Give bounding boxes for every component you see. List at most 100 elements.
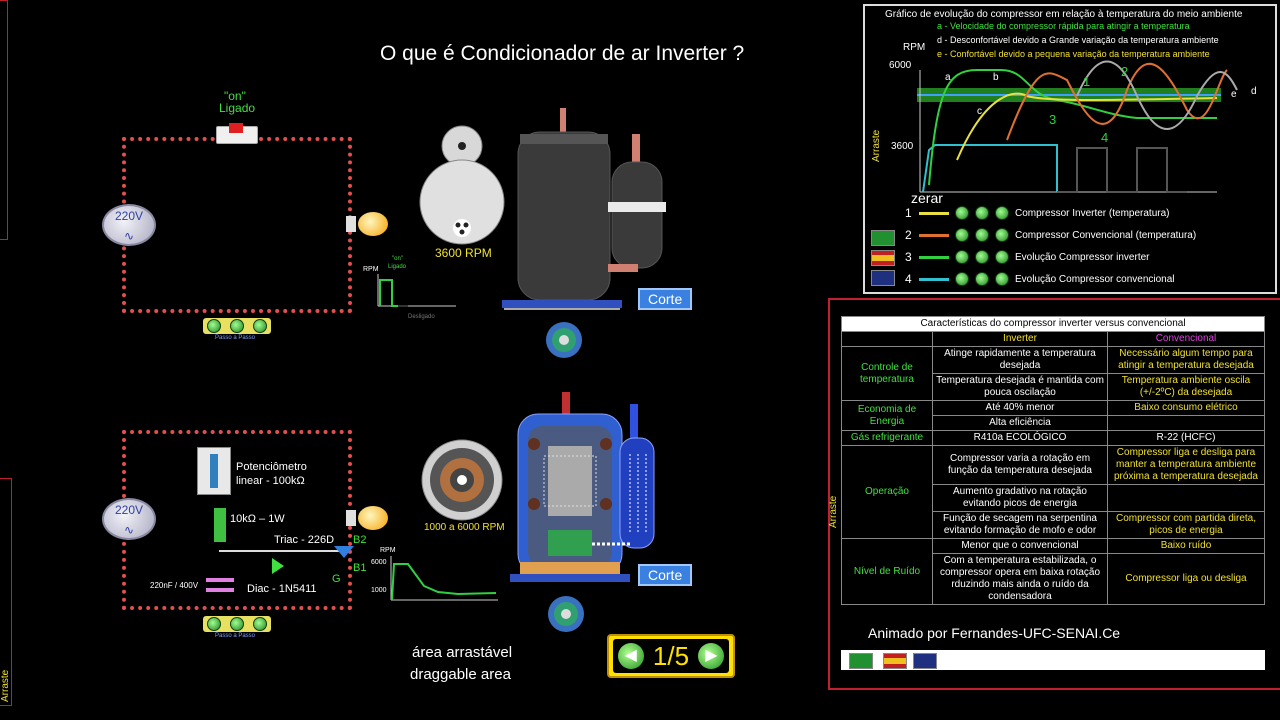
row-forward-button[interactable] <box>995 228 1009 242</box>
potentiometer-label: Potenciômetro <box>236 461 307 473</box>
marker-b: b <box>993 72 999 83</box>
row-number: 3 <box>905 250 912 264</box>
b2-label: B2 <box>353 534 367 546</box>
page-indicator: 1/5 <box>652 640 690 671</box>
lamp-socket-2 <box>346 510 356 526</box>
step-pause-button-2[interactable] <box>229 617 244 631</box>
category-energy: Economia de Energia <box>841 400 933 431</box>
triac-label: Triac - 226D <box>274 534 335 546</box>
drag-area-label-pt: área arrastável <box>412 644 513 661</box>
rpm-axis-label: RPM <box>903 42 926 53</box>
empty-cell <box>841 331 933 347</box>
lamp-socket <box>346 216 356 232</box>
flag-brazil-icon[interactable] <box>871 230 895 246</box>
row-play-button[interactable] <box>955 228 969 242</box>
cell-inv: Temperatura desejada é mantida com pouca… <box>932 373 1108 401</box>
comparison-panel[interactable]: Arraste Características do compressor in… <box>828 298 1280 690</box>
potentiometer[interactable] <box>197 447 231 495</box>
row-pause-button[interactable] <box>975 272 989 286</box>
pager-inner: ◀ 1/5 ▶ <box>613 639 729 673</box>
row-forward-button[interactable] <box>995 206 1009 220</box>
table-title: Características do compressor inverter v… <box>841 316 1265 332</box>
ac-source-220v-2: 220V∿ <box>102 498 156 540</box>
lamp-icon <box>358 212 388 236</box>
flag-spain-icon[interactable] <box>871 250 895 266</box>
next-page-button[interactable]: ▶ <box>698 643 725 669</box>
row-play-button[interactable] <box>955 206 969 220</box>
row-label: Evolução Compressor convencional <box>1015 273 1175 285</box>
row-play-button[interactable] <box>955 272 969 286</box>
prev-page-button[interactable]: ◀ <box>617 643 644 669</box>
graph-controls: 1 Compressor Inverter (temperatura) 2 Co… <box>905 202 1255 290</box>
graph-panel[interactable]: Gráfico de evolução do compressor em rel… <box>863 4 1277 294</box>
step-forward-button[interactable] <box>252 319 267 333</box>
corte-button-1[interactable]: Corte <box>638 288 693 310</box>
mini-6000-label: 6000 <box>371 559 387 566</box>
left-frame-bottom[interactable] <box>0 478 12 706</box>
cell-inv: Função de secagem na serpentina evitando… <box>932 511 1108 539</box>
col-inverter: Inverter <box>932 331 1108 347</box>
cell-inv: Com a temperatura estabilizada, o compre… <box>932 553 1108 605</box>
cell-inv: Alta eficiência <box>932 415 1108 431</box>
curve-2-label: 2 <box>1121 64 1129 79</box>
marker-e: e <box>1231 89 1237 100</box>
cell-conv: R-22 (HCFC) <box>1107 430 1265 446</box>
graph-row-4: 4 Evolução Compressor convencional <box>905 268 1255 290</box>
row-number: 4 <box>905 272 912 286</box>
rpm-range-label: 1000 a 6000 RPM <box>424 522 505 533</box>
cell-conv-empty <box>1107 484 1265 512</box>
capacitor-label: 220nF / 400V <box>150 581 199 590</box>
diac-icon <box>272 558 284 574</box>
row-pause-button[interactable] <box>975 250 989 264</box>
graph-row-1: 1 Compressor Inverter (temperatura) <box>905 202 1255 224</box>
motor-stator-2 <box>421 439 503 521</box>
evolution-graph <box>917 60 1238 193</box>
power-switch[interactable] <box>216 123 258 144</box>
mini-on-label: "on" <box>392 256 403 262</box>
curve-swatch <box>919 233 949 237</box>
table-drag-label: Arraste <box>828 495 839 528</box>
potentiometer-slider[interactable] <box>210 454 218 488</box>
curve-3-label: 3 <box>1049 112 1057 127</box>
flag-uk-icon[interactable] <box>871 270 895 286</box>
cell-conv: Necessário algum tempo para atingir a te… <box>1107 346 1265 374</box>
motor-fan-1 <box>419 125 505 245</box>
step-forward-button-2[interactable] <box>252 617 267 631</box>
diac-label: Diac - 1N5411 <box>247 583 317 595</box>
row-pause-button[interactable] <box>975 206 989 220</box>
step-back-button-2[interactable] <box>207 617 222 631</box>
mini-rpm-label-2: RPM <box>380 547 396 554</box>
cell-conv: Compressor liga ou desliga <box>1107 553 1265 605</box>
graph-drag-label: Arraste <box>871 129 882 162</box>
flag-spain-icon-2[interactable] <box>883 653 907 669</box>
row-label: Evolução Compressor inverter <box>1015 251 1150 263</box>
left-frame-top <box>0 0 8 240</box>
potentiometer-value: linear - 100kΩ <box>236 475 305 487</box>
row-play-button[interactable] <box>955 250 969 264</box>
g-label: G <box>332 573 341 585</box>
graph-title: Gráfico de evolução do compressor em rel… <box>885 9 1243 20</box>
row-pause-button[interactable] <box>975 228 989 242</box>
flag-brazil-icon-2[interactable] <box>849 653 873 669</box>
cell-inv: Compressor varia a rotação em função da … <box>932 445 1108 485</box>
source-voltage-2: 220V <box>114 503 144 517</box>
reset-label[interactable]: zerar <box>911 190 943 206</box>
flag-bar <box>841 650 1265 670</box>
category-gas: Gás refrigerante <box>841 430 933 446</box>
legend-e: e - Confortável devido a pequena variaçã… <box>937 49 1210 59</box>
flag-uk-icon-2[interactable] <box>913 653 937 669</box>
category-operation: Operação <box>841 445 933 539</box>
mini-1000-label: 1000 <box>371 587 387 594</box>
mini-off-label: Desligado <box>408 314 435 320</box>
corte-button-2[interactable]: Corte <box>638 564 693 586</box>
cell-inv: Aumento gradativo na rotação evitando pi… <box>932 484 1108 512</box>
graph-row-3: 3 Evolução Compressor inverter <box>905 246 1255 268</box>
row-forward-button[interactable] <box>995 272 1009 286</box>
step-back-button[interactable] <box>207 319 222 333</box>
row-number: 2 <box>905 228 912 242</box>
lamp-icon-2 <box>358 506 388 530</box>
row-forward-button[interactable] <box>995 250 1009 264</box>
switch-on-label: "on" <box>224 89 246 103</box>
step-pause-button[interactable] <box>229 319 244 333</box>
mini-rpm-label: RPM <box>363 266 379 273</box>
